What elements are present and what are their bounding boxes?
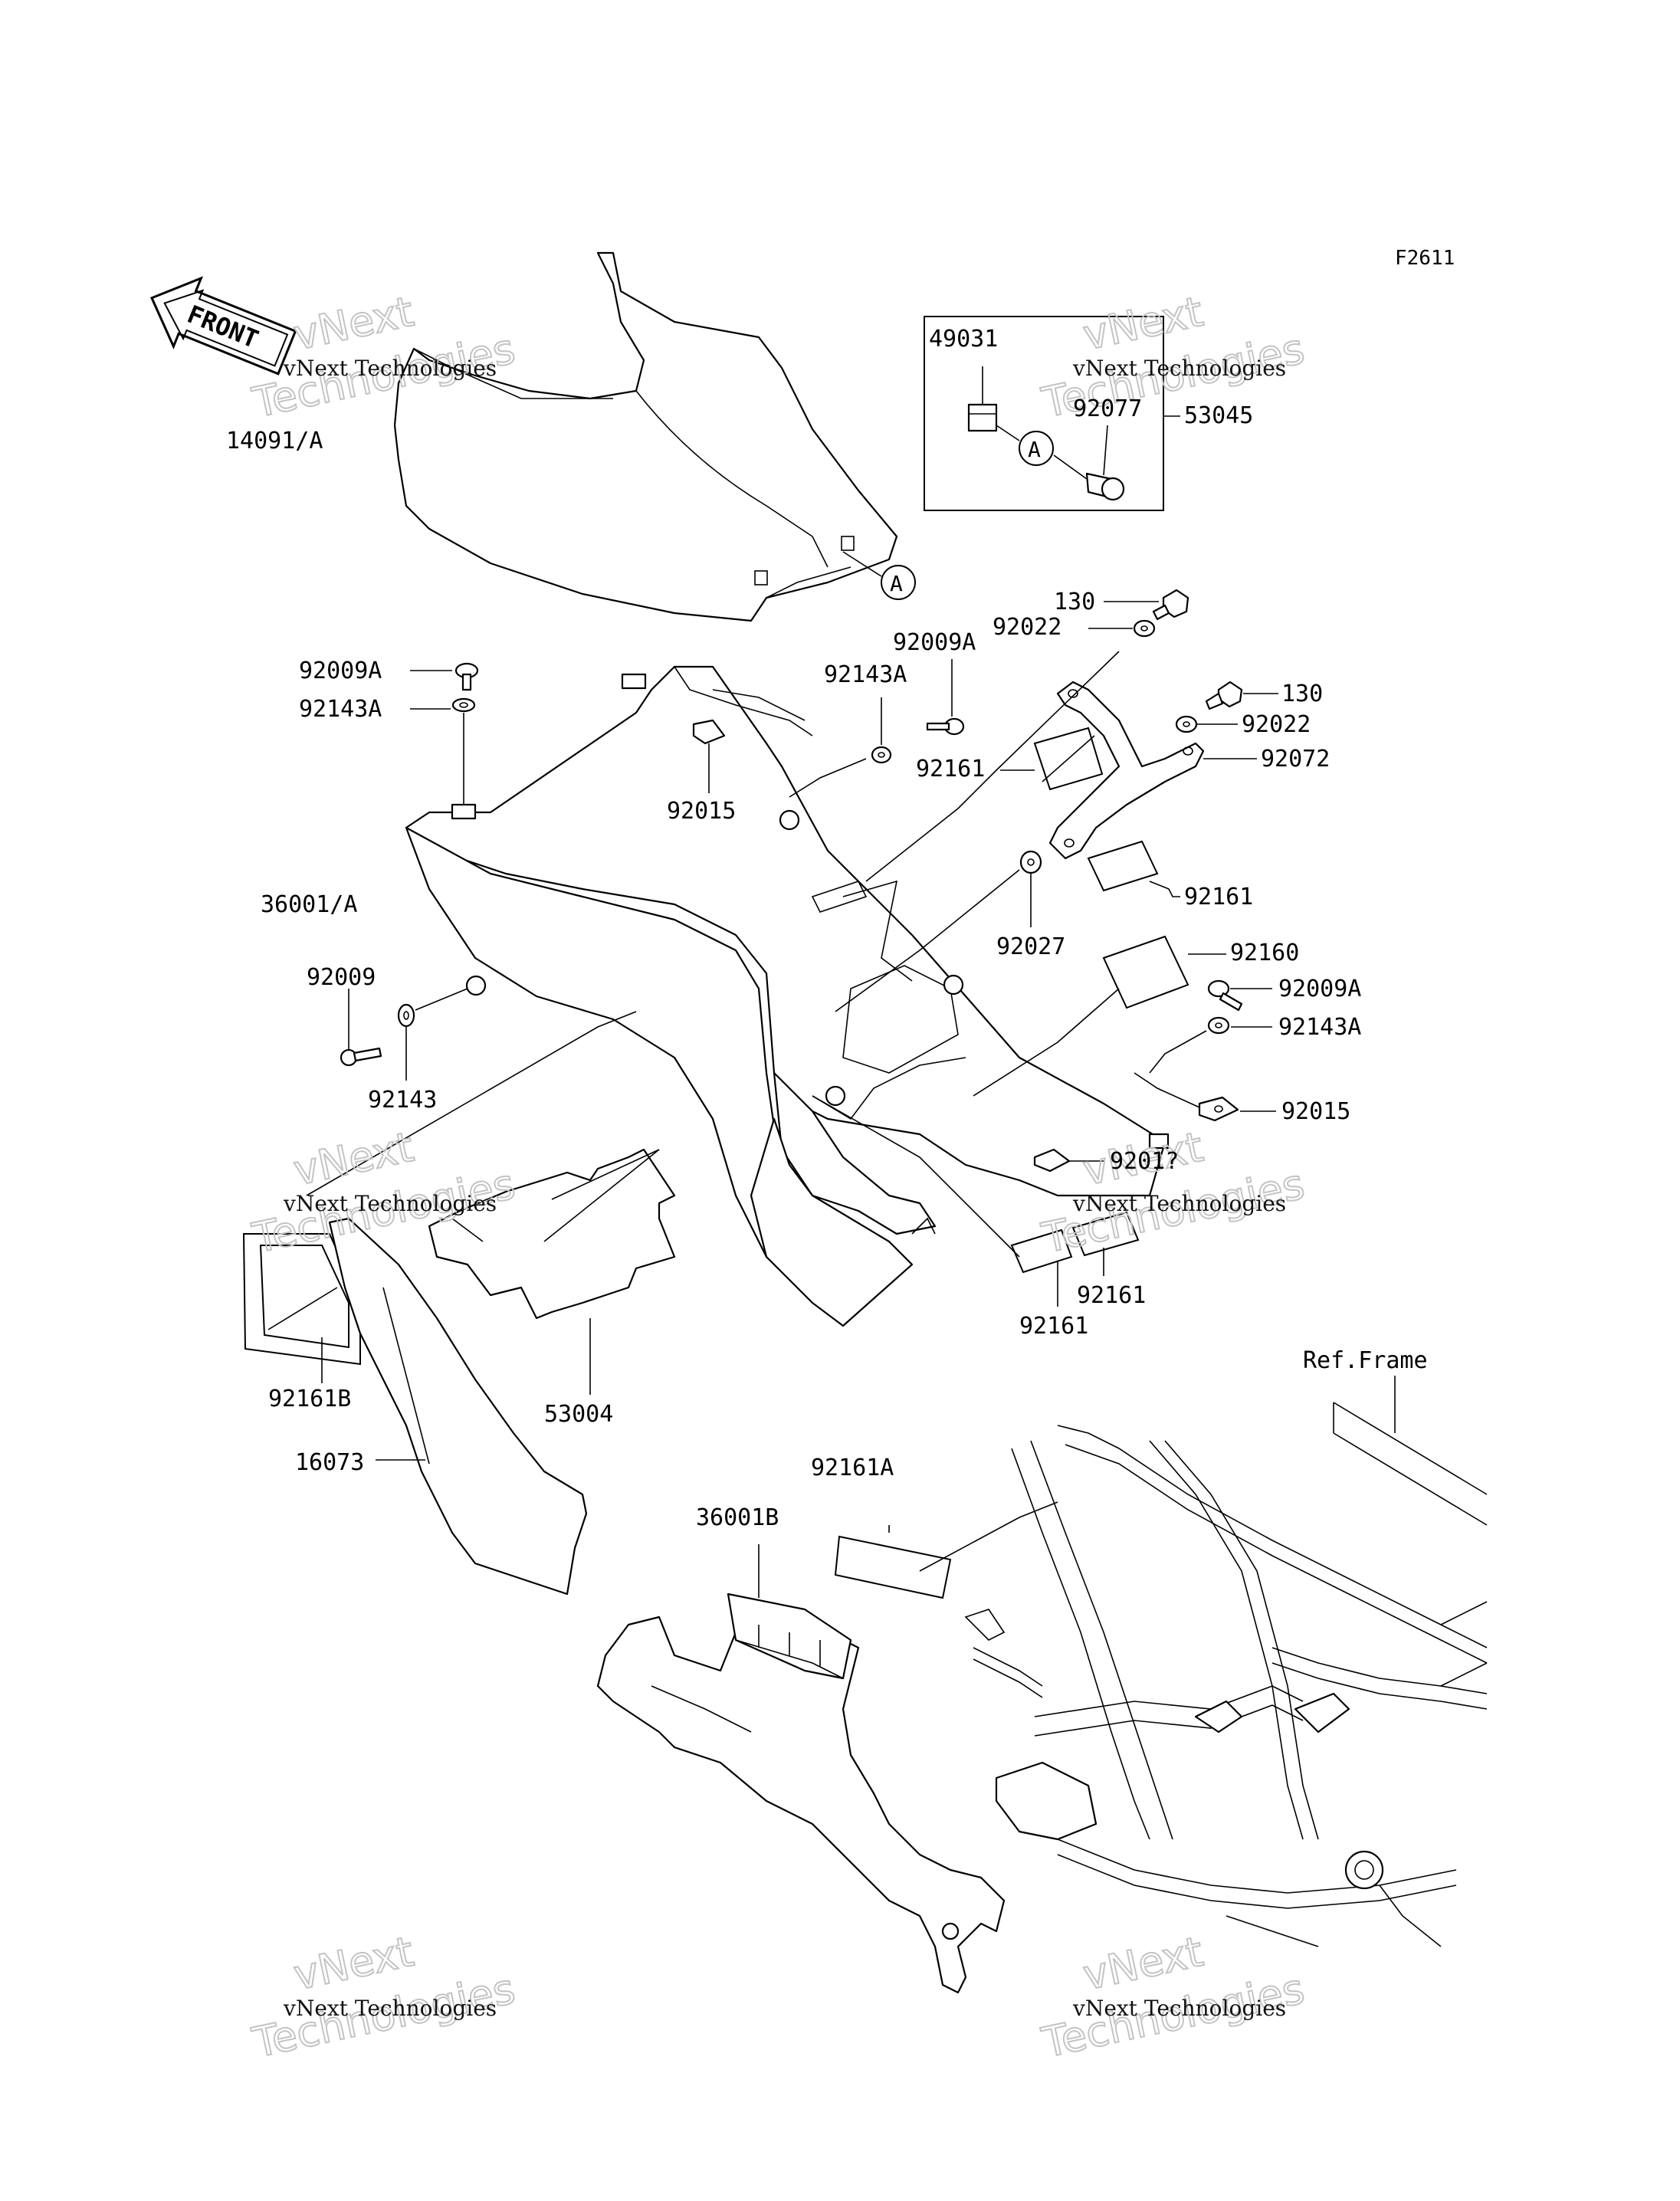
callout-a-cover: A — [842, 551, 916, 600]
part-label-92143a-left: 92143A — [299, 696, 382, 723]
part-label-92009: 92009 — [307, 964, 376, 991]
callout-a-inset: A — [1019, 431, 1054, 466]
bracket-92072-illustration — [1048, 681, 1257, 860]
washer-92027 — [835, 850, 1042, 1012]
decal-92161-lower-right — [1071, 1211, 1140, 1276]
part-label-36001-a: 36001/A — [261, 891, 357, 918]
part-label-53045: 53045 — [1184, 402, 1253, 429]
screw-92009a-mid — [926, 659, 965, 736]
part-label-53004: 53004 — [544, 1401, 613, 1428]
cover-36001b-illustration — [596, 1544, 1006, 1994]
bolt-130-top — [1104, 589, 1189, 621]
bolt-130-right — [1205, 681, 1278, 710]
part-label-130-right: 130 — [1281, 681, 1323, 707]
decal-92161-upper — [865, 651, 1120, 882]
part-label-92161-lower-right: 92161 — [1077, 1282, 1146, 1309]
decal-92161a — [834, 1501, 1058, 1599]
part-label-92022-top: 92022 — [993, 614, 1061, 641]
part-label-49031: 49031 — [929, 326, 998, 353]
part-label-92022-right: 92022 — [1242, 711, 1311, 738]
part-label-92161b: 92161B — [268, 1386, 351, 1412]
screw-92009 — [340, 989, 382, 1067]
decal-92161-lower-left — [812, 1095, 1073, 1307]
part-label-92161a: 92161A — [811, 1455, 894, 1481]
watermark-top-right: vNext Technologies — [1037, 287, 1309, 428]
nut-92015-lower — [1033, 1148, 1104, 1173]
decal-92161-right — [1087, 840, 1180, 897]
part-label-92009a-left: 92009A — [299, 658, 382, 684]
nut-92015-right — [1134, 1072, 1276, 1122]
watermark-bottom-right-brand: vNext Technologies — [1072, 1996, 1286, 2021]
leader-53004-to-cover — [306, 1011, 637, 1196]
part-label-92015-left: 92015 — [667, 798, 736, 825]
washer-92022-right — [1175, 715, 1238, 733]
watermark-mid-right-brand: vNext Technologies — [1072, 1191, 1286, 1216]
screw-92009a-left — [410, 662, 479, 691]
part-label-92143a-mid: 92143A — [824, 661, 907, 688]
part-label-16073: 16073 — [295, 1449, 364, 1476]
part-label-92009a-right: 92009A — [1278, 976, 1361, 1002]
side-cover-36001a-illustration — [405, 665, 1170, 1327]
part-label-14091-a: 14091/A — [226, 428, 323, 454]
front-arrow-icon: FRONT — [150, 276, 297, 376]
screw-92009a-right — [1207, 979, 1272, 1012]
part-label-92161-right: 92161 — [1184, 884, 1253, 910]
part-label-92009a-mid: 92009A — [893, 629, 976, 656]
part-label-130-top: 130 — [1054, 589, 1095, 615]
part-label-92161-lower-left: 92161 — [1019, 1313, 1088, 1340]
washer-92143a-right — [1149, 1016, 1272, 1074]
part-label-36001b: 36001B — [696, 1504, 779, 1531]
strip-16073-illustration — [328, 1217, 588, 1596]
washer-92022-top — [1088, 619, 1156, 638]
part-label-92077: 92077 — [1073, 395, 1142, 422]
washer-92143a-left — [410, 697, 476, 805]
part-label-92161-upper: 92161 — [916, 756, 985, 782]
part-label-92160: 92160 — [1230, 940, 1299, 966]
reference-frame-label: Ref.Frame — [1303, 1347, 1428, 1374]
watermark-bottom-right: vNext Technologies — [1037, 1927, 1309, 2068]
washer-92143 — [397, 988, 468, 1081]
pad-53004-illustration — [428, 1148, 676, 1395]
cover-14091-illustration — [393, 251, 898, 622]
callout-a-inset-label: A — [1028, 437, 1041, 462]
nut-92015-left — [692, 719, 726, 793]
watermark-mid-left-brand: vNext Technologies — [283, 1191, 497, 1216]
part-label-92143a-right: 92143A — [1278, 1014, 1361, 1041]
part-label-92072: 92072 — [1261, 746, 1330, 772]
washer-92143a-mid — [871, 697, 892, 764]
decal-92160 — [973, 935, 1226, 1097]
part-label-92015-right: 92015 — [1281, 1098, 1350, 1125]
part-label-92143: 92143 — [368, 1087, 437, 1114]
watermark-top-right-brand: vNext Technologies — [1072, 356, 1286, 381]
decal-92161b — [242, 1233, 361, 1383]
reference-frame-illustration — [964, 1376, 1488, 1947]
part-label-92027: 92027 — [996, 933, 1065, 960]
watermark-top-left-brand: vNext Technologies — [283, 356, 497, 381]
inset-box-53045 — [924, 316, 1180, 511]
watermark-bottom-left: vNext Technologies — [248, 1927, 520, 2068]
callout-a-cover-label: A — [890, 571, 903, 596]
part-label-92015-lower: 9201? — [1110, 1148, 1179, 1175]
figure-code: F2611 — [1395, 247, 1455, 270]
leader-92143a-mid — [789, 758, 867, 798]
watermark-bottom-left-brand: vNext Technologies — [283, 1996, 497, 2021]
